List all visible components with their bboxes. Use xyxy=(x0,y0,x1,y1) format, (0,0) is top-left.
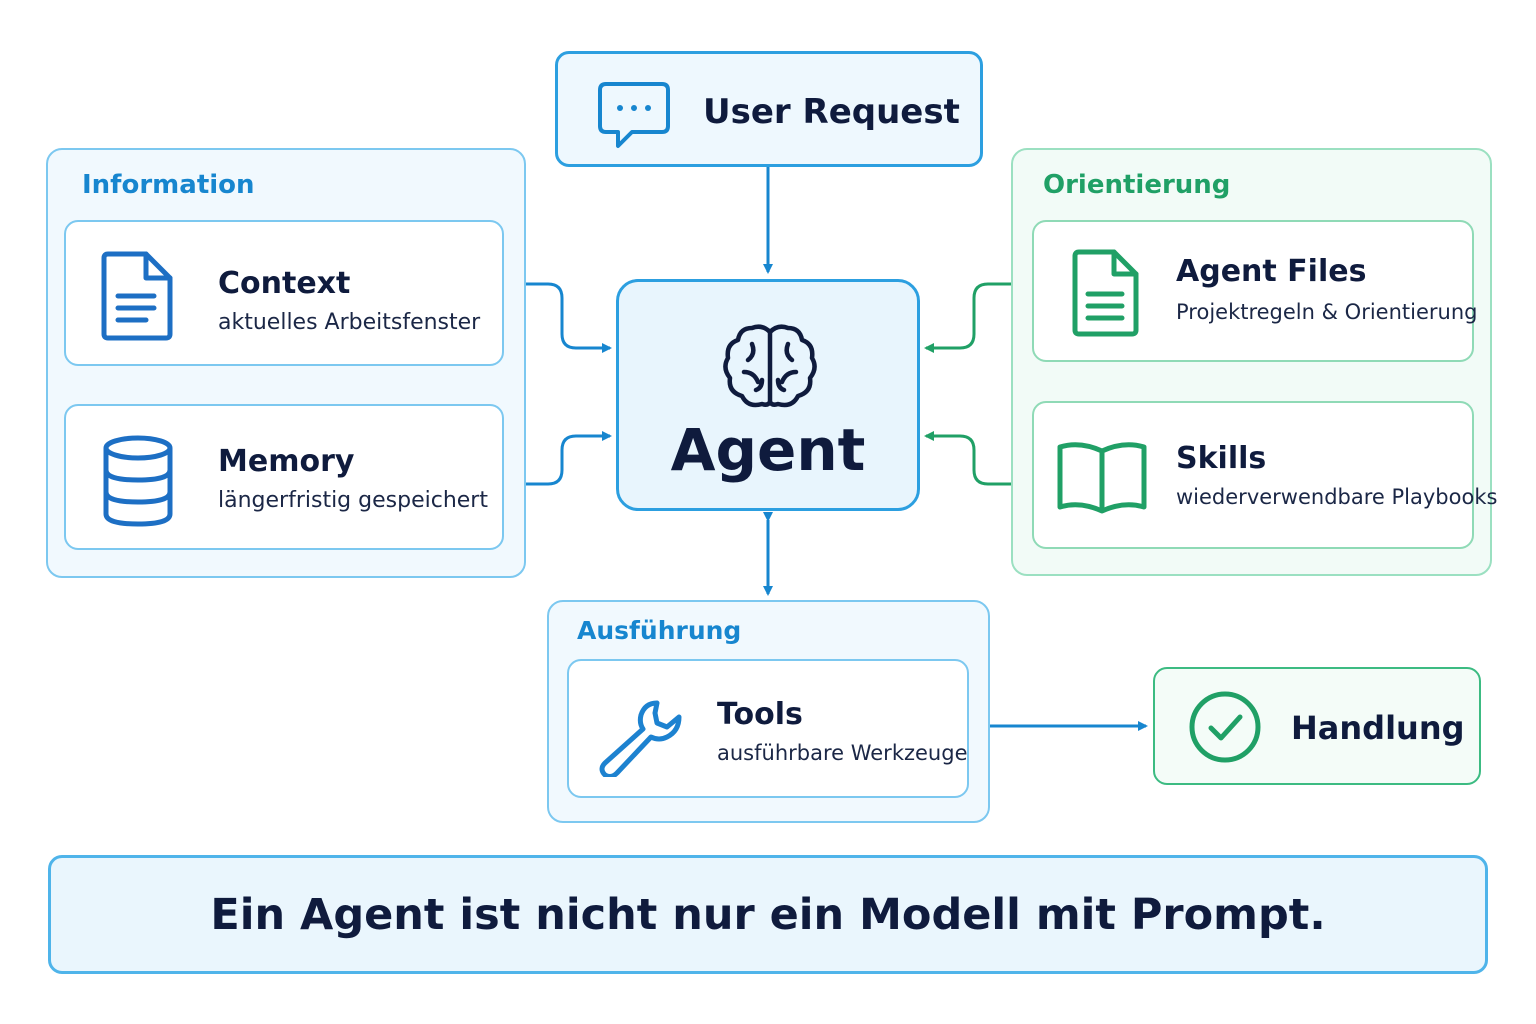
agent-box: Agent xyxy=(616,279,920,511)
footer-banner: Ein Agent ist nicht nur ein Modell mit P… xyxy=(48,855,1488,974)
ausfuehrung-title: Ausführung xyxy=(577,616,742,645)
agent-files-card: Agent Files Projektregeln & Orientierung xyxy=(1032,220,1478,362)
document-icon xyxy=(100,250,176,342)
tools-title: Tools xyxy=(717,697,803,732)
footer-text: Ein Agent ist nicht nur ein Modell mit P… xyxy=(210,890,1326,940)
arrow-context-to-agent xyxy=(503,282,612,353)
open-book-icon xyxy=(1056,437,1148,517)
arrow-skills-to-agent xyxy=(924,431,1032,486)
arrow-agentfiles-to-agent xyxy=(924,282,1032,353)
tools-card: Tools ausführbare Werkzeuge xyxy=(567,659,969,798)
chat-bubble-icon xyxy=(596,76,672,152)
agent-files-title: Agent Files xyxy=(1176,254,1367,289)
handlung-label: Handlung xyxy=(1291,709,1465,747)
user-request-box: User Request xyxy=(555,51,983,167)
arrow-memory-to-agent xyxy=(503,431,612,486)
document-icon xyxy=(1072,248,1140,338)
database-icon xyxy=(100,434,176,528)
agent-label: Agent xyxy=(670,416,866,484)
context-card: Context aktuelles Arbeitsfenster xyxy=(64,220,504,366)
wrench-icon xyxy=(595,697,687,777)
tools-subtitle: ausführbare Werkzeuge xyxy=(717,741,968,765)
agent-files-subtitle: Projektregeln & Orientierung xyxy=(1176,300,1478,324)
user-request-label: User Request xyxy=(703,92,960,132)
check-circle-icon xyxy=(1187,689,1263,765)
orientierung-title: Orientierung xyxy=(1043,170,1231,200)
memory-card: Memory längerfristig gespeichert xyxy=(64,404,504,550)
skills-title: Skills xyxy=(1176,441,1267,476)
memory-subtitle: längerfristig gespeichert xyxy=(218,488,488,513)
brain-icon xyxy=(722,322,818,412)
context-subtitle: aktuelles Arbeitsfenster xyxy=(218,310,481,335)
skills-card: Skills wiederverwendbare Playbooks xyxy=(1032,401,1497,549)
memory-title: Memory xyxy=(218,444,355,479)
skills-subtitle: wiederverwendbare Playbooks xyxy=(1176,485,1498,509)
information-title: Information xyxy=(82,170,255,200)
handlung-box: Handlung xyxy=(1153,667,1481,785)
context-title: Context xyxy=(218,266,351,301)
